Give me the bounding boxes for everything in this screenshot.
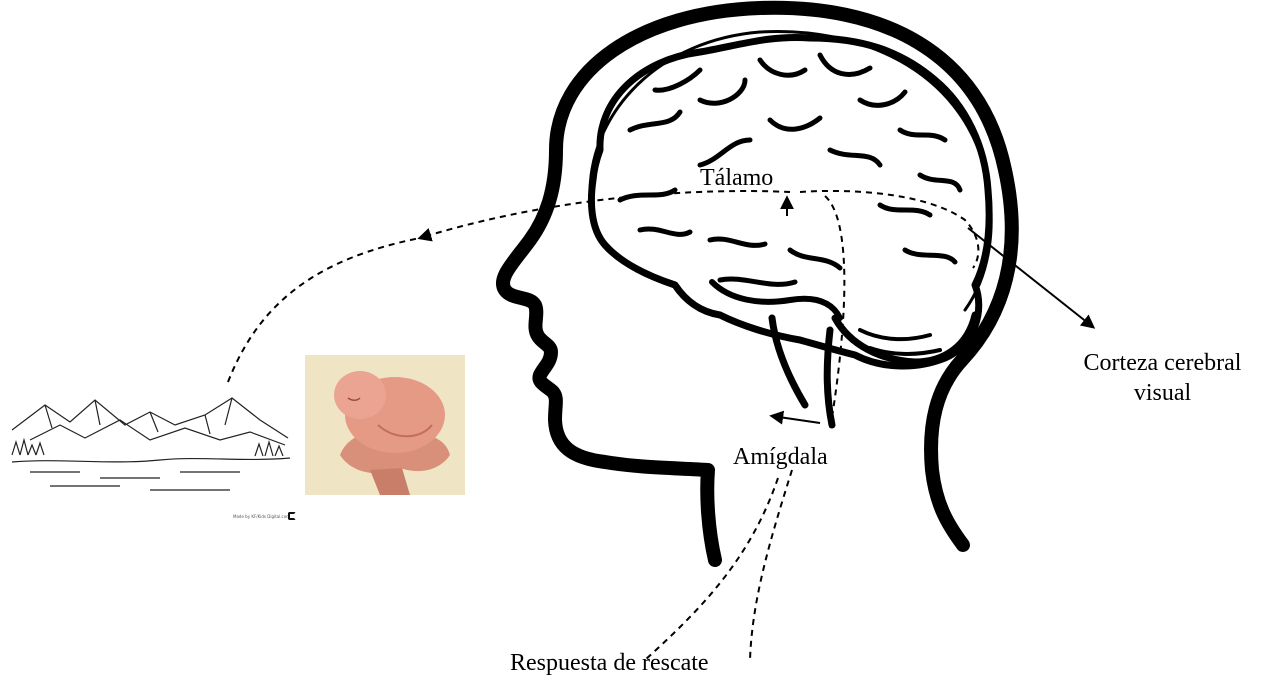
baby-head (334, 371, 386, 419)
landscape-credit: Made by KF/Kids Digital.com (233, 514, 290, 519)
label-thalamus: Tálamo (700, 163, 773, 193)
mountain-landscape-illustration (10, 390, 290, 498)
label-visual-cortex-line1: Corteza cerebral (1040, 348, 1285, 378)
path-thalamus-to-scene (420, 191, 790, 238)
arrow-from-amygdala (772, 416, 820, 423)
copyright-icon (288, 512, 296, 520)
brain-gyri (620, 55, 960, 284)
path-amygdala-to-response-right (750, 470, 792, 660)
temporal-lobe-fold (712, 282, 840, 318)
label-visual-cortex: Corteza cerebral visual (1040, 348, 1285, 408)
brain-outline (591, 37, 989, 366)
label-visual-cortex-line2: visual (1040, 378, 1285, 408)
cerebellum-folds (860, 330, 940, 354)
brain-illustration (591, 37, 989, 425)
label-amygdala: Amígdala (733, 442, 828, 472)
newborn-photo (305, 355, 465, 495)
label-rescue-response: Respuesta de rescate (510, 648, 709, 678)
